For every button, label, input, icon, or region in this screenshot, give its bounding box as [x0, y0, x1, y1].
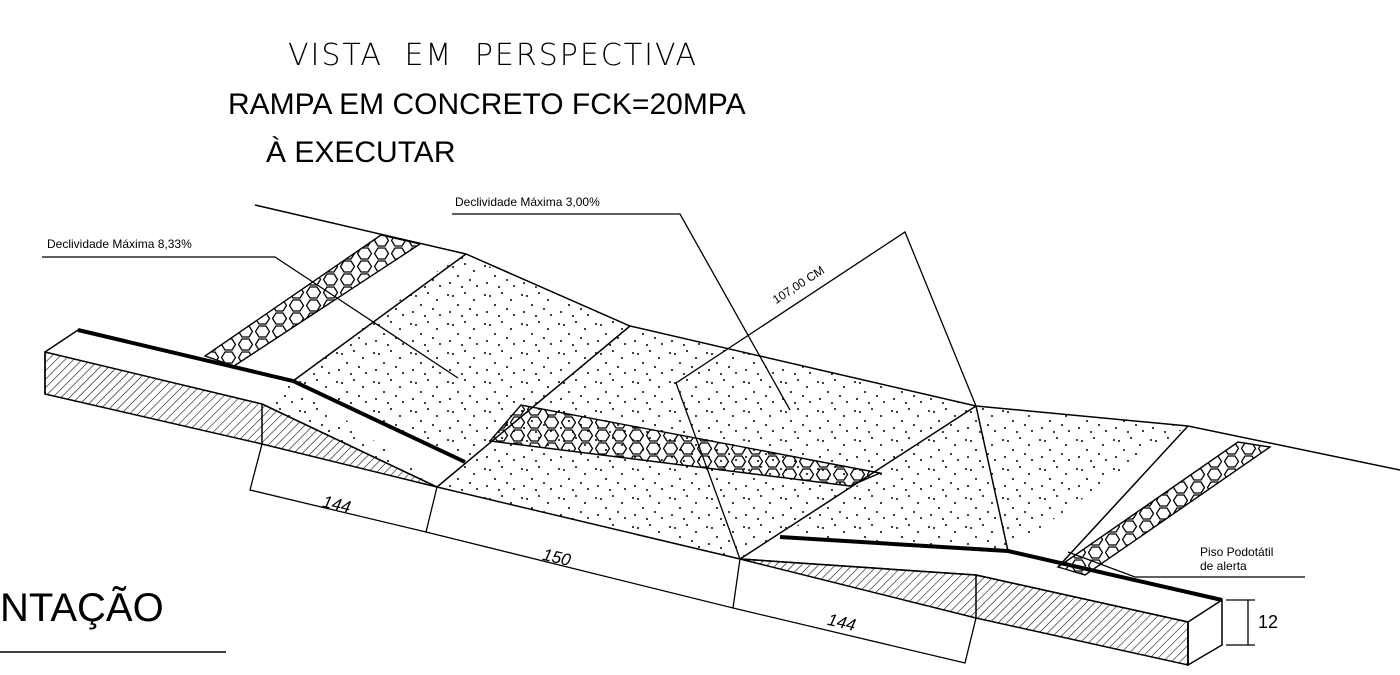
drawing-subtitle: RAMPA EM CONCRETO FCK=20MPA	[228, 88, 746, 121]
dimension-lines	[249, 443, 1255, 664]
slope-ramp-label: Declividade Máxima 8,33%	[47, 237, 192, 251]
ramp-panel-right	[780, 406, 1187, 551]
tactile-label-line2: de alerta	[1200, 559, 1247, 573]
drawing-title: VISTA EM PERSPECTIVA	[288, 38, 699, 73]
tactile-paving-right	[1056, 441, 1272, 576]
drawing-subtitle-2: À EXECUTAR	[266, 136, 456, 169]
section-heading: NTAÇÃO	[0, 586, 164, 630]
callout-leaders	[42, 213, 1305, 578]
landing-panel	[437, 326, 976, 559]
ramp-flank-left	[262, 381, 437, 487]
ramp-edge-lines	[77, 328, 1223, 602]
curb-end-right	[1187, 598, 1223, 667]
slope-landing-label: Declividade Máxima 3,00%	[455, 195, 600, 209]
tactile-label-line1: Piso Podotátil	[1200, 545, 1274, 559]
ramp-panel-left	[293, 254, 630, 462]
dimension-curb-height: 12	[1258, 612, 1279, 632]
